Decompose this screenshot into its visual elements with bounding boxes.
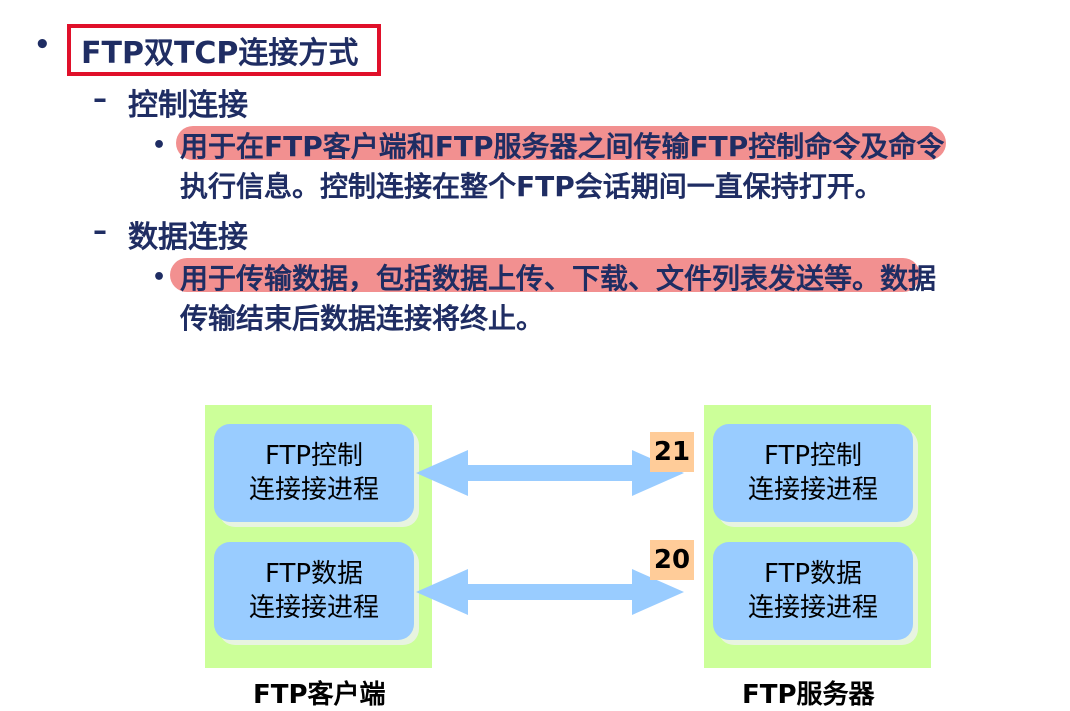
bullet-dot: •	[152, 133, 167, 158]
client-caption: FTP客户端	[253, 680, 386, 710]
dash-marker: –	[93, 82, 107, 115]
process-label: 连接接进程	[248, 593, 379, 623]
process-label: FTP数据	[264, 559, 364, 589]
data-connection-heading: 数据连接	[128, 220, 248, 255]
slide-title-text: FTP双TCP连接方式	[81, 36, 359, 71]
process-label: 连接接进程	[248, 475, 379, 505]
control-port-badge: 21	[650, 432, 694, 472]
data-connection-arrow	[416, 569, 684, 615]
process-label: FTP控制	[264, 441, 364, 471]
control-connection-heading: 控制连接	[128, 88, 248, 123]
slide-title: FTP双TCP连接方式	[67, 24, 381, 76]
dash-marker: –	[93, 214, 107, 247]
server-control-process: FTP控制 连接接进程	[713, 424, 913, 522]
data-port-badge: 20	[650, 540, 694, 580]
process-label: FTP控制	[763, 441, 863, 471]
process-label: FTP数据	[763, 559, 863, 589]
control-desc-line-2: 执行信息。控制连接在整个FTP会话期间一直保持打开。	[180, 170, 883, 203]
bullet-dot: •	[34, 30, 51, 60]
client-control-process: FTP控制 连接接进程	[214, 424, 414, 522]
data-desc-line-1: 用于传输数据，包括数据上传、下载、文件列表发送等。数据	[180, 262, 937, 295]
process-label: 连接接进程	[747, 475, 878, 505]
highlight-mark	[176, 126, 946, 160]
bullet-dot: •	[152, 265, 167, 290]
control-desc-line-1: 用于在FTP客户端和FTP服务器之间传输FTP控制命令及命令	[180, 130, 945, 163]
client-data-process: FTP数据 连接接进程	[214, 542, 414, 640]
highlight-mark	[170, 258, 920, 292]
server-caption: FTP服务器	[742, 680, 875, 710]
control-connection-arrow	[416, 450, 684, 496]
server-data-process: FTP数据 连接接进程	[713, 542, 913, 640]
data-desc-line-2: 传输结束后数据连接将终止。	[180, 302, 545, 335]
process-label: 连接接进程	[747, 593, 878, 623]
